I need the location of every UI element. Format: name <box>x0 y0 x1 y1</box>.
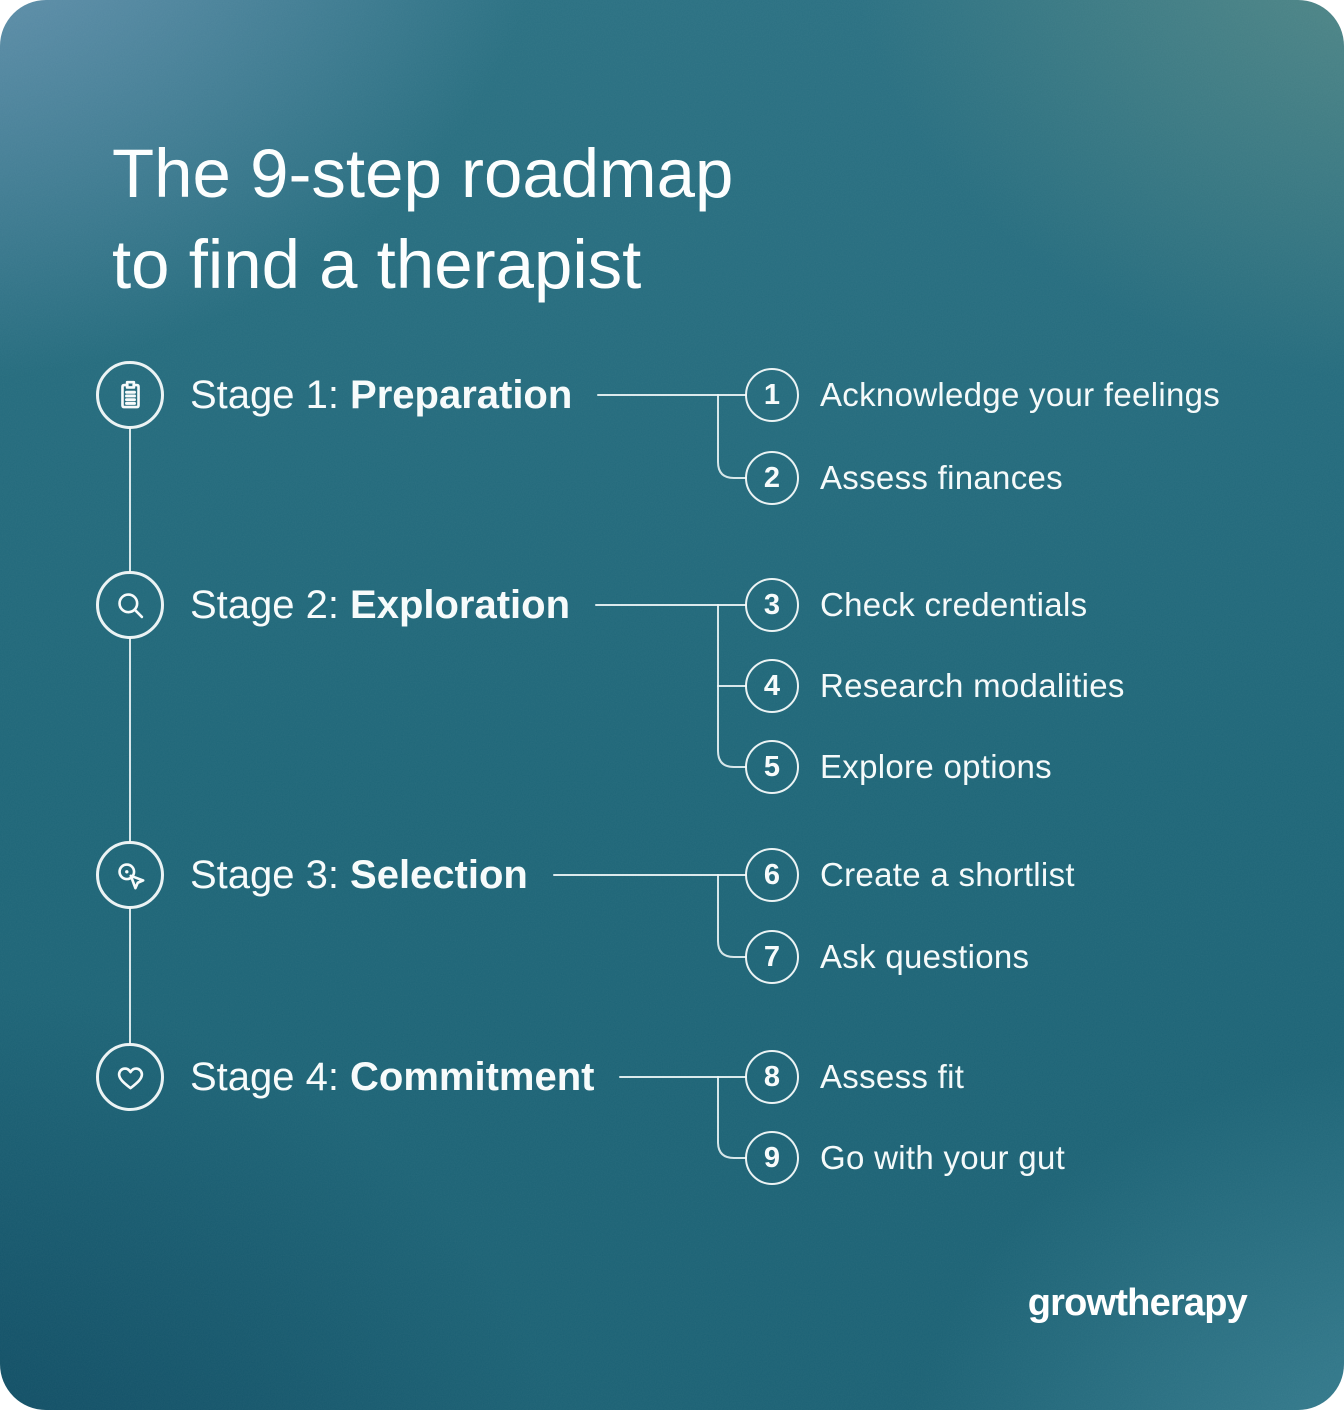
stage-name: Commitment <box>350 1054 595 1099</box>
stage-connector-line <box>619 1076 747 1078</box>
step-label: Research modalities <box>820 667 1125 704</box>
step-item-1: 1 Acknowledge your feelings <box>745 368 1220 422</box>
step-number-badge: 9 <box>745 1131 799 1185</box>
page-title-line-1: The 9-step roadmap <box>112 135 734 213</box>
step-label: Assess fit <box>820 1058 965 1095</box>
step-number-badge: 1 <box>745 368 799 422</box>
page-title: The 9-step roadmap to find a therapist <box>112 128 733 310</box>
step-number-badge: 8 <box>745 1050 799 1104</box>
stage-name: Preparation <box>350 372 573 417</box>
step-label: Ask questions <box>820 938 1030 975</box>
step-number-badge: 7 <box>745 930 799 984</box>
stage-name: Selection <box>350 852 528 897</box>
clipboard-icon <box>96 361 164 429</box>
step-label: Assess finances <box>820 459 1063 496</box>
stage-prefix: Stage 2: <box>190 582 340 627</box>
step-item-2: 2 Assess finances <box>745 451 1063 505</box>
step-label: Check credentials <box>820 586 1088 623</box>
step-item-6: 6 Create a shortlist <box>745 848 1075 902</box>
stage-prefix: Stage 3: <box>190 852 340 897</box>
step-number-badge: 3 <box>745 578 799 632</box>
brand-logo: growtherapy <box>1027 1282 1248 1324</box>
step-number-badge: 5 <box>745 740 799 794</box>
stage-label-commitment: Stage 4:Commitment <box>190 1055 594 1100</box>
stage-connector-line <box>595 604 747 606</box>
stage-prefix: Stage 4: <box>190 1054 340 1099</box>
step-item-4: 4 Research modalities <box>745 659 1125 713</box>
cursor-click-icon <box>96 841 164 909</box>
step-item-7: 7 Ask questions <box>745 930 1029 984</box>
step-item-5: 5 Explore options <box>745 740 1052 794</box>
step-item-3: 3 Check credentials <box>745 578 1087 632</box>
heart-icon <box>96 1043 164 1111</box>
stage-row-commitment: Stage 4:Commitment <box>96 1043 747 1111</box>
stage-connector-line <box>597 394 747 396</box>
stage-row-selection: Stage 3:Selection <box>96 841 747 909</box>
stage-row-exploration: Stage 2:Exploration <box>96 571 747 639</box>
page-title-line-2: to find a therapist <box>112 226 642 304</box>
step-item-9: 9 Go with your gut <box>745 1131 1065 1185</box>
stage-name: Exploration <box>350 582 571 627</box>
step-label: Create a shortlist <box>820 856 1075 893</box>
step-item-8: 8 Assess fit <box>745 1050 964 1104</box>
stage-row-preparation: Stage 1:Preparation <box>96 361 747 429</box>
stage-label-preparation: Stage 1:Preparation <box>190 373 572 418</box>
step-label: Acknowledge your feelings <box>820 376 1221 413</box>
step-label: Explore options <box>820 748 1052 785</box>
stage-prefix: Stage 1: <box>190 372 340 417</box>
stage-connector-line <box>552 874 747 876</box>
search-icon <box>96 571 164 639</box>
step-number-badge: 6 <box>745 848 799 902</box>
stage-label-selection: Stage 3:Selection <box>190 853 528 898</box>
step-number-badge: 2 <box>745 451 799 505</box>
stage-label-exploration: Stage 2:Exploration <box>190 583 570 628</box>
step-label: Go with your gut <box>820 1139 1066 1176</box>
step-number-badge: 4 <box>745 659 799 713</box>
